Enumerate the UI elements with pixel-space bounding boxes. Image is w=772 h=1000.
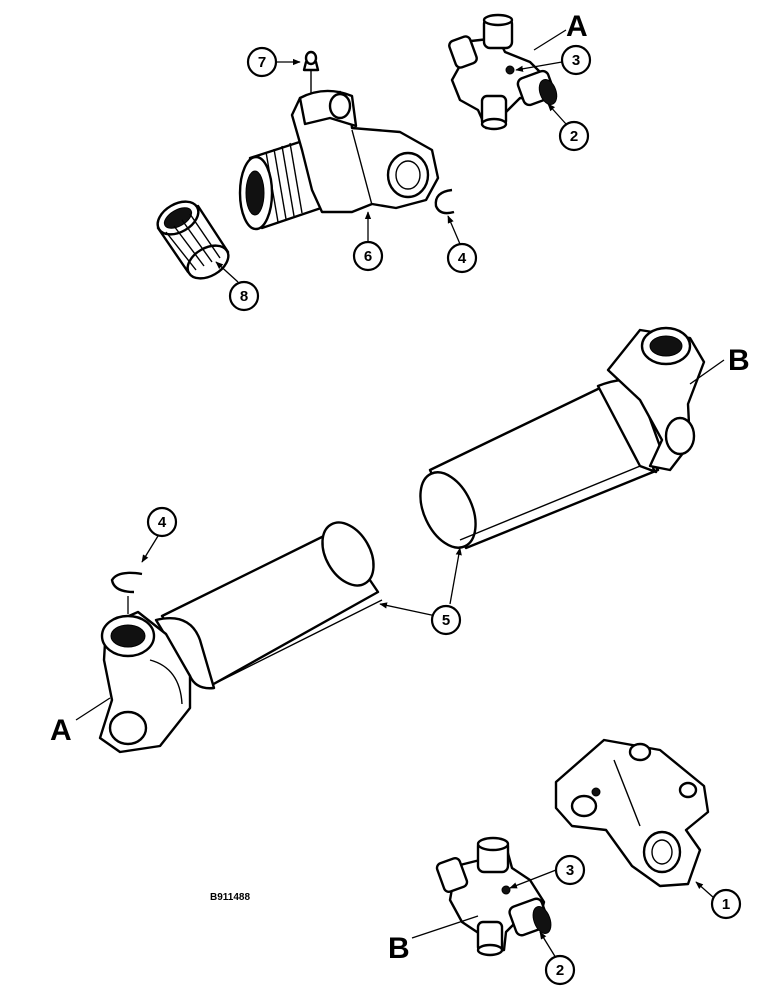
callout-7: 7 (246, 46, 278, 78)
snap-ring-left-part (110, 571, 143, 594)
figure-reference-number: B911488 (210, 892, 250, 903)
svg-text:3: 3 (572, 52, 580, 69)
svg-text:4: 4 (158, 514, 167, 531)
svg-text:1: 1 (722, 896, 730, 913)
view-letter-a-top: A (566, 10, 588, 43)
callout-4-left: 4 (146, 506, 178, 538)
svg-text:6: 6 (364, 248, 372, 265)
dust-cap-part (156, 200, 230, 280)
slip-yoke-part (238, 89, 440, 231)
callout-4-top: 4 (446, 242, 478, 274)
callout-5: 5 (430, 604, 462, 636)
snap-ring-top-part (434, 188, 455, 215)
callout-6: 6 (352, 240, 384, 272)
universal-joint-cross-bottom-part (435, 836, 552, 957)
callout-2-bottom: 2 (544, 954, 576, 986)
svg-text:7: 7 (258, 54, 266, 71)
drive-shaft-tube-right-part (419, 326, 706, 550)
universal-joint-cross-top-part (448, 13, 558, 131)
callout-8: 8 (228, 280, 260, 312)
svg-text:4: 4 (458, 250, 467, 267)
callout-3-bottom: 3 (554, 854, 586, 886)
callout-3-top: 3 (560, 44, 592, 76)
svg-text:3: 3 (566, 862, 574, 879)
view-letter-b-right: B (728, 344, 750, 377)
view-letter-a-left: A (50, 714, 72, 747)
drive-shaft-tube-left-part (98, 521, 383, 754)
flange-yoke-part (554, 738, 710, 888)
svg-text:5: 5 (442, 612, 450, 629)
leader-lines (75, 29, 725, 959)
callout-2-top: 2 (558, 120, 590, 152)
svg-text:2: 2 (556, 962, 564, 979)
callout-1: 1 (710, 888, 742, 920)
svg-text:8: 8 (240, 288, 248, 305)
svg-text:2: 2 (570, 128, 578, 145)
view-letter-b-bottom: B (388, 932, 410, 965)
